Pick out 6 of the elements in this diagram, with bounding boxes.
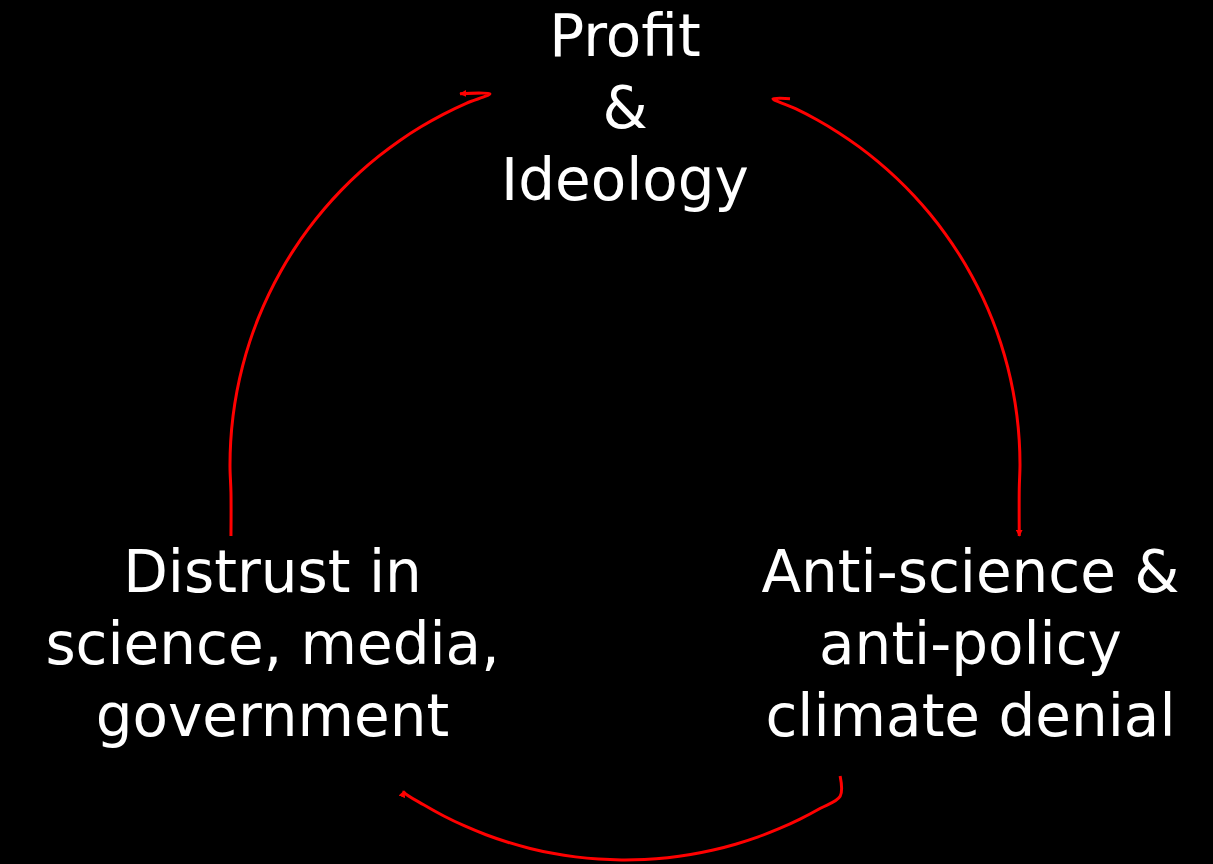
node-label: Profit & Ideology [460,0,790,215]
arrow [228,89,492,536]
arrow [398,775,843,862]
node-label: Distrust in science, media, government [0,536,545,791]
node-label: Anti-science & anti-policy climate denial [728,536,1213,776]
arrow [771,96,1023,537]
